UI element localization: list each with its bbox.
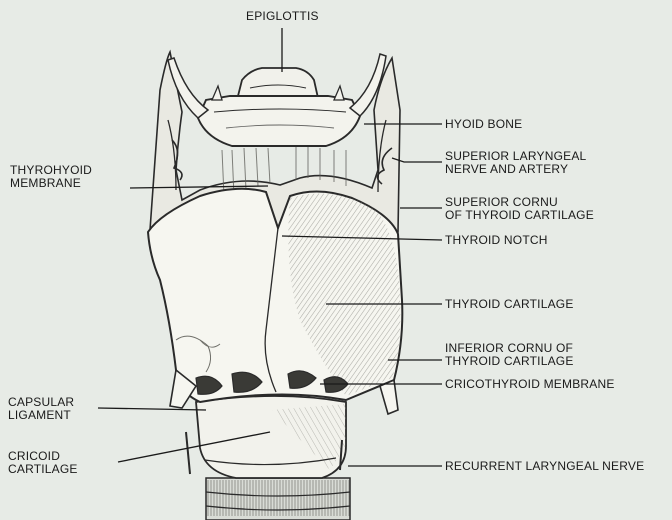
label-thyroid-notch: THYROID NOTCH (445, 234, 548, 247)
label-superior-laryngeal: SUPERIOR LARYNGEAL NERVE AND ARTERY (445, 150, 586, 176)
label-cricothyroid-membrane: CRICOTHYROID MEMBRANE (445, 378, 615, 391)
trachea (206, 478, 350, 520)
label-thyroid-cartilage: THYROID CARTILAGE (445, 298, 574, 311)
label-epiglottis: EPIGLOTTIS (246, 10, 319, 23)
label-cricoid-cartilage: CRICOID CARTILAGE (8, 450, 78, 476)
cricoid-cartilage (186, 396, 346, 478)
leader-capsular-ligament (98, 408, 206, 410)
thyroid-cartilage-shape (148, 189, 402, 414)
label-recurrent-laryngeal-nerve: RECURRENT LARYNGEAL NERVE (445, 460, 644, 473)
epiglottis-shape (238, 68, 318, 98)
label-inferior-cornu: INFERIOR CORNU OF THYROID CARTILAGE (445, 342, 574, 368)
label-superior-cornu: SUPERIOR CORNU OF THYROID CARTILAGE (445, 196, 594, 222)
label-thyrohyoid-membrane: THYROHYOID MEMBRANE (10, 164, 92, 190)
label-capsular-ligament: CAPSULAR LIGAMENT (8, 396, 74, 422)
label-hyoid-bone: HYOID BONE (445, 118, 522, 131)
